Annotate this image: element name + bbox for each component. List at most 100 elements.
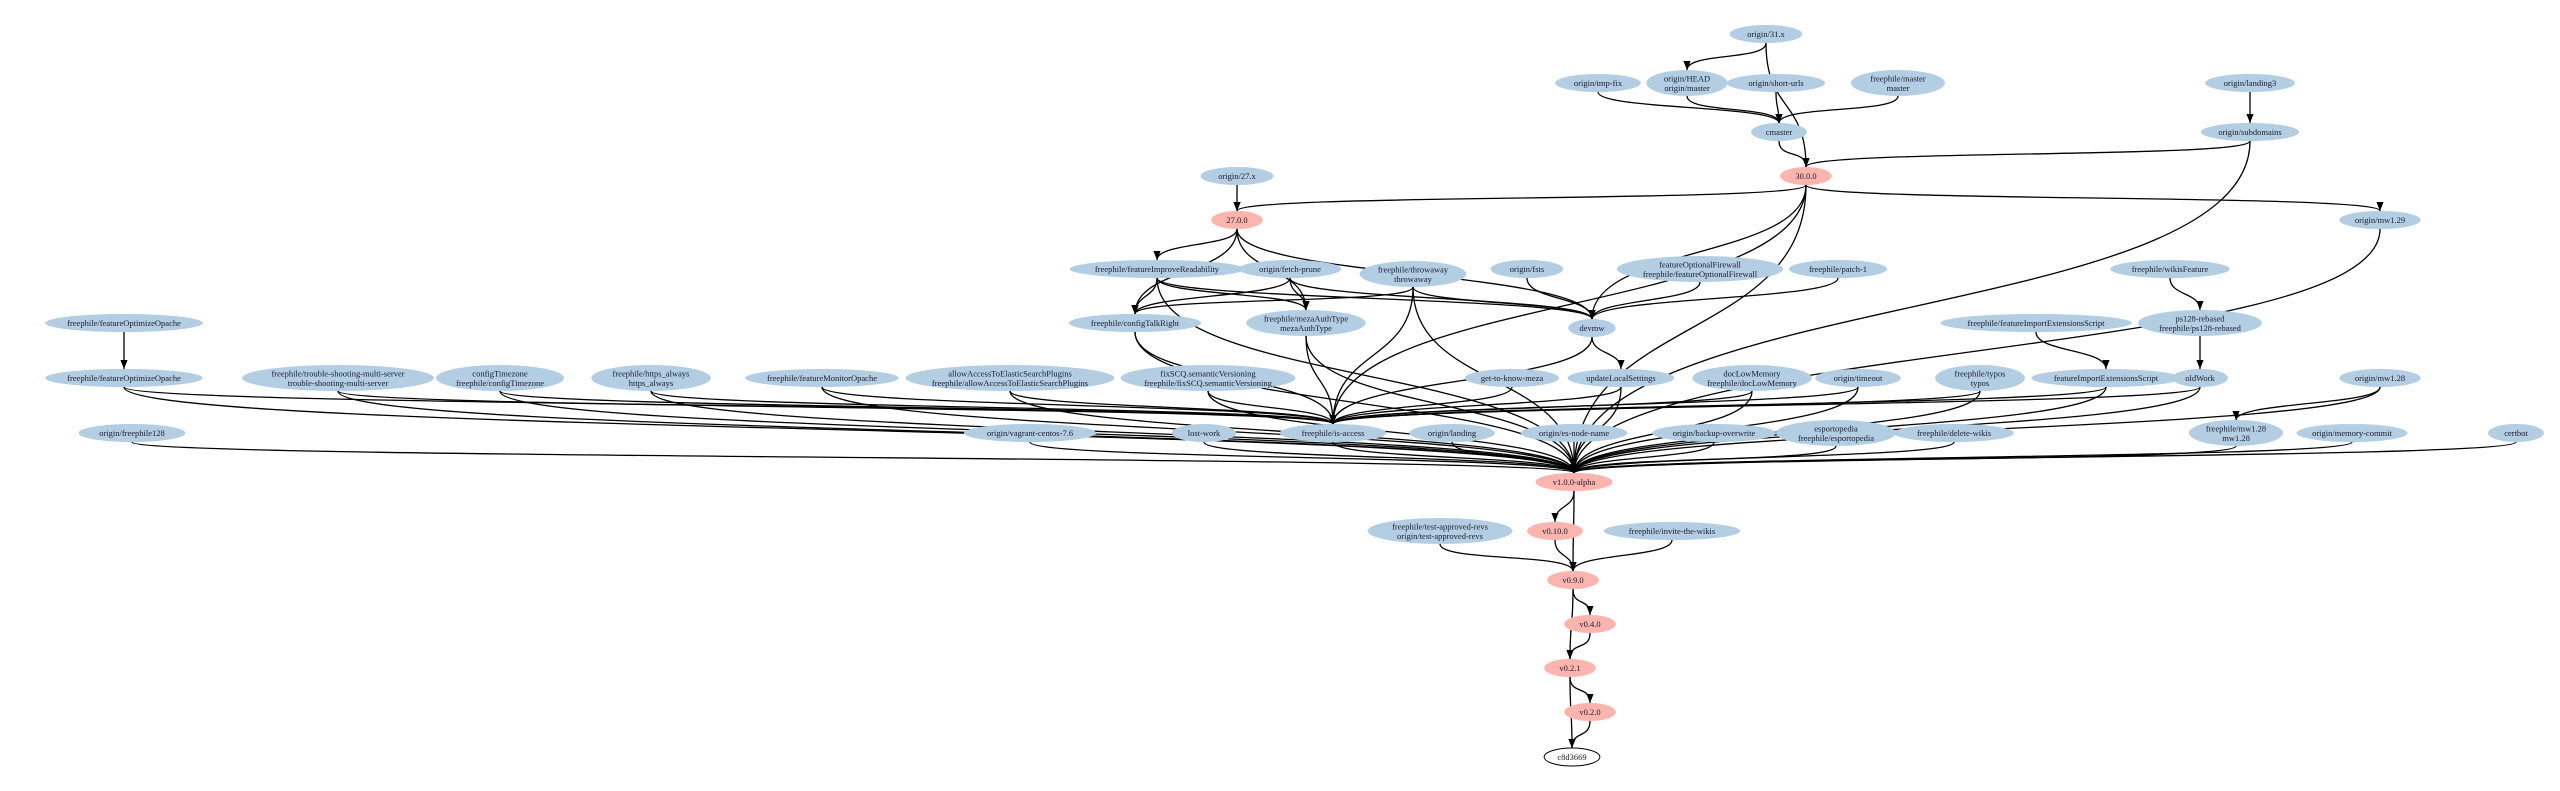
node-commit[interactable]: c8d3669 [1543, 747, 1601, 767]
edge-origin-tmp-fix-to-cmaster [1597, 91, 1783, 124]
node-shape [1171, 424, 1237, 442]
edge-lost-work-to-v1-alpha [1203, 441, 1578, 474]
node-v0-10[interactable]: v0.10.0 [1527, 522, 1583, 540]
node-label: typos [1971, 378, 1989, 388]
node-trouble-shooting[interactable]: freephile/trouble-shooting-multi-servert… [242, 365, 434, 391]
node-v0-2-1[interactable]: v0.2.1 [1544, 659, 1596, 677]
node-shape [2339, 211, 2421, 229]
node-shape [2488, 424, 2544, 442]
edge-monitor-opache-to-is-access [821, 386, 1337, 425]
node-v0-2[interactable]: v0.2.0 [1564, 703, 1616, 721]
node-import-ext[interactable]: featureImportExtensionsScript [2031, 369, 2181, 387]
node-shape [78, 424, 186, 442]
node-config-talk[interactable]: freephile/configTalkRight [1068, 314, 1202, 332]
node-origin-tmp-fix[interactable]: origin/tmp-fix [1555, 74, 1641, 92]
node-origin-landing[interactable]: origin/landing [1409, 424, 1495, 442]
node-shape [2200, 123, 2300, 141]
node-invite-wiki[interactable]: freephile/invite-the-wikis [1603, 522, 1741, 540]
node-fix-scq[interactable]: fixSCQ.semanticVersioningfreephile/fixSC… [1120, 365, 1296, 391]
node-is-node-name[interactable]: origin/es-node-name [1520, 424, 1628, 442]
node-allow-access-es[interactable]: allowAccessToElasticSearchPluginsfreephi… [905, 365, 1115, 391]
node-origin-subdomains[interactable]: origin/subdomains [2200, 123, 2300, 141]
node-origin-short-urls[interactable]: origin/short-urls [1726, 74, 1826, 92]
node-shape [1068, 314, 1202, 332]
node-patch1[interactable]: freephile/patch-1 [1788, 260, 1888, 278]
node-certbot[interactable]: certbot [2488, 424, 2544, 442]
node-dev-mw[interactable]: devmw [1568, 319, 1616, 337]
node-label: origin/HEAD [1664, 73, 1710, 83]
node-shape [1367, 518, 1513, 544]
edge-updated-local-to-is-access [1329, 386, 1622, 425]
node-label: origin/es-node-name [1539, 428, 1610, 438]
node-label: v1.0.0-alpha [1553, 477, 1596, 487]
node-optimize-opache-top[interactable]: freephile/featureOptimizeOpache [45, 314, 203, 332]
node-shape [1527, 522, 1583, 540]
node-shape [1490, 260, 1564, 278]
node-vagrant-centos[interactable]: origin/vagrant-centos-7.6 [963, 424, 1097, 442]
node-is-access[interactable]: freephile/is-access [1279, 424, 1387, 442]
node-delete-wikis[interactable]: freephile/delete-wikis [1894, 424, 2014, 442]
node-monitor-opache[interactable]: freephile/featureMonitorOpache [745, 369, 899, 387]
edge-patch1-to-dev-mw [1588, 277, 1839, 320]
edge-meza-auth-to-is-access [1305, 335, 1337, 425]
node-label: origin/fetch-prune [1259, 264, 1321, 274]
node-get-to-know[interactable]: get-to-know-meza [1465, 369, 1559, 387]
node-shape [1535, 473, 1613, 491]
node-label: v0.2.0 [1579, 707, 1600, 717]
edge-optional-firewall-to-dev-mw [1588, 281, 1701, 320]
node-origin-timeout[interactable]: origin/timeout [1815, 369, 1901, 387]
edge-fetch-prune-to-config-talk [1131, 277, 1291, 315]
node-backup-overwrite[interactable]: origin/backup-overwrite [1652, 424, 1776, 442]
node-origin-31x[interactable]: origin/31.x [1729, 25, 1803, 43]
node-old-work[interactable]: oldWork [2172, 369, 2228, 387]
node-memory-commit[interactable]: origin/memory-commit [2296, 424, 2408, 442]
node-shape [45, 369, 203, 387]
node-shape [1238, 260, 1342, 278]
node-origin-freephile128[interactable]: origin/freephile128 [78, 424, 186, 442]
node-optimize-opache[interactable]: freephile/featureOptimizeOpache [45, 369, 203, 387]
node-import-ext-top[interactable]: freephile/featureImportExtensionsScript [1940, 314, 2132, 332]
node-shape [1616, 256, 1784, 282]
node-fetch-prune[interactable]: origin/fetch-prune [1238, 260, 1342, 278]
node-updated-local[interactable]: updateLocalSettings [1567, 369, 1675, 387]
node-optional-firewall[interactable]: featureOptionalFirewallfreephile/feature… [1616, 256, 1784, 282]
node-v1-alpha[interactable]: v1.0.0-alpha [1535, 473, 1613, 491]
node-origin-mw129[interactable]: origin/mw1.29 [2339, 211, 2421, 229]
node-shape [436, 365, 564, 391]
node-label: origin/tmp-fix [1574, 78, 1623, 88]
node-label: 30.0.0 [1795, 171, 1816, 181]
node-origin-27x[interactable]: origin/27.x [1200, 167, 1274, 185]
node-label: freephile/featureOptimizeOpache [67, 318, 181, 328]
node-origin-landing3[interactable]: origin/landing3 [2205, 74, 2295, 92]
edge-origin-31x-to-30 [1765, 42, 1810, 168]
edge-v0-9-to-v0-4 [1572, 588, 1594, 616]
node-lost-work[interactable]: lost-work [1171, 424, 1237, 442]
edge-wiki-feature-to-ps128 [2169, 277, 2204, 311]
edge-meza-auth-to-v1-alpha [1305, 335, 1578, 474]
node-27[interactable]: 27.0.0 [1211, 211, 1263, 229]
node-cmaster[interactable]: cmaster [1751, 123, 1807, 141]
node-v0-9[interactable]: v0.9.0 [1547, 571, 1599, 589]
node-30[interactable]: 30.0.0 [1780, 167, 1832, 185]
node-wiki-feature[interactable]: freephile/wikisFeature [2110, 260, 2230, 278]
node-label: freephile/typos [1955, 368, 2006, 378]
node-label: certbot [2504, 428, 2528, 438]
node-origin-fsts[interactable]: origin/fsts [1490, 260, 1564, 278]
node-label: freephile/allowAccessToElasticSearchPlug… [932, 378, 1088, 388]
node-label: featureImportExtensionsScript [2054, 373, 2159, 383]
node-v0-4[interactable]: v0.4.0 [1564, 615, 1616, 633]
node-test-approved[interactable]: freephile/test-approved-revsorigin/test-… [1367, 518, 1513, 544]
node-improve-readability[interactable]: freephile/featureImproveReadability [1069, 260, 1245, 278]
node-origin-mw128[interactable]: origin/mw1.28 [2339, 369, 2421, 387]
